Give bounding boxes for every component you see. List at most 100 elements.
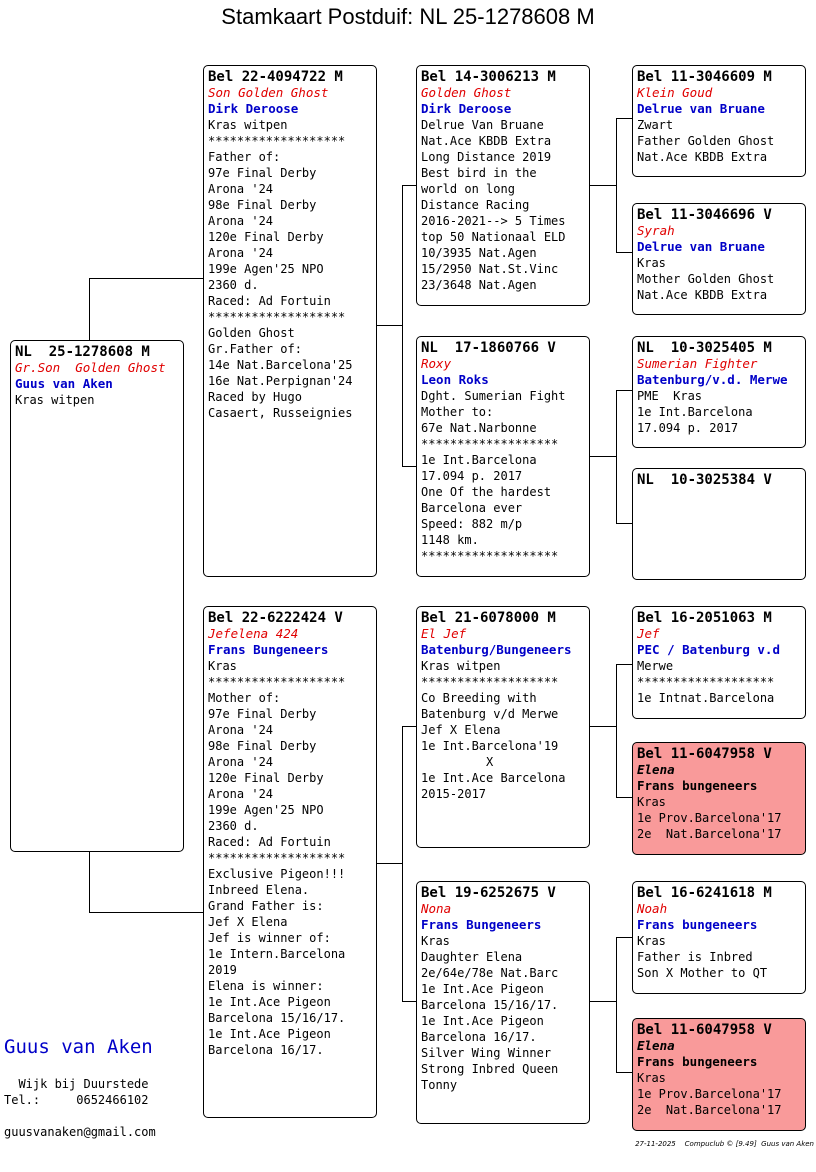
- ring-number: Bel 11-3046609 M: [637, 69, 772, 85]
- info-line: 1e Int.Ace Pigeon: [421, 1014, 544, 1028]
- info-line: Father of:: [208, 150, 281, 164]
- info-line: 1e Prov.Barcelona'17: [637, 1087, 782, 1101]
- info-line: 1e Prov.Barcelona'17: [637, 811, 782, 825]
- info-line: *******************: [637, 675, 775, 689]
- ring-number: Bel 19-6252675 V: [421, 885, 556, 901]
- ring-number: Bel 22-6222424 V: [208, 610, 343, 626]
- connector: [402, 726, 403, 1002]
- info-line: 120e Final Derby: [208, 230, 324, 244]
- info-line: Elena is winner:: [208, 979, 324, 993]
- connector: [616, 118, 633, 119]
- pigeon-name: Nona: [421, 901, 452, 916]
- connector: [616, 797, 633, 798]
- info-line: 2360 d.: [208, 278, 259, 292]
- info-line: 23/3648 Nat.Agen: [421, 278, 537, 292]
- breeder-name: Frans bungeneers: [637, 917, 758, 932]
- info-line: Barcelona 15/16/17.: [208, 1011, 346, 1025]
- info-line: Mother Golden Ghost: [637, 272, 775, 286]
- pigeon-name: Klein Goud: [637, 85, 713, 100]
- ring-number: Bel 11-3046696 V: [637, 207, 772, 223]
- info-line: Mother of:: [208, 691, 281, 705]
- info-line: Mother to:: [421, 405, 494, 419]
- info-line: *******************: [208, 851, 346, 865]
- breeder-name: Dirk Deroose: [421, 101, 512, 116]
- page-title: Stamkaart Postduif: NL 25-1278608 M: [221, 4, 595, 29]
- info-line: Co Breeding with: [421, 691, 537, 705]
- ring-number: NL 17-1860766 V: [421, 340, 556, 356]
- info-line: 67e Nat.Narbonne: [421, 421, 537, 435]
- footer-credit: 27-11-2025 Compuclub © [9.49] Guus van A…: [635, 1140, 814, 1148]
- ring-number: Bel 11-6047958 V: [637, 746, 772, 762]
- ring-number: Bel 11-6047958 V: [637, 1022, 772, 1038]
- owner-phone: Tel.: 0652466102: [4, 1093, 149, 1107]
- info-line: 14e Nat.Barcelona'25: [208, 358, 353, 372]
- info-line: 97e Final Derby: [208, 166, 317, 180]
- connector: [616, 664, 617, 798]
- info-line: One Of the hardest: [421, 485, 552, 499]
- owner-email[interactable]: guusvanaken@gmail.com: [4, 1125, 156, 1139]
- info-line: Long Distance 2019: [421, 150, 552, 164]
- info-line: Arona '24: [208, 182, 274, 196]
- connector: [402, 466, 417, 467]
- info-line: 15/2950 Nat.St.Vinc: [421, 262, 559, 276]
- info-line: X: [421, 755, 494, 769]
- ring-number: NL 10-3025405 M: [637, 340, 772, 356]
- info-line: Arona '24: [208, 755, 274, 769]
- info-line: Nat.Ace KBDB Extra: [421, 134, 552, 148]
- connector: [589, 456, 617, 457]
- info-line: *******************: [421, 437, 559, 451]
- info-line: Father is Inbred: [637, 950, 753, 964]
- info-line: Son X Mother to QT: [637, 966, 768, 980]
- info-line: *******************: [208, 134, 346, 148]
- info-line: 2e Nat.Barcelona'17: [637, 827, 782, 841]
- info-line: 2360 d.: [208, 819, 259, 833]
- info-line: 1e Int.Barcelona: [421, 453, 537, 467]
- connector: [616, 1072, 633, 1073]
- info-line: Jef is winner of:: [208, 931, 331, 945]
- info-line: 17.094 p. 2017: [421, 469, 523, 483]
- info-line: 1e Int.Ace Pigeon: [421, 982, 544, 996]
- connector: [589, 185, 617, 186]
- info-line: PME Kras: [637, 389, 703, 403]
- info-line: Arona '24: [208, 214, 274, 228]
- ring-number: Bel 16-6241618 M: [637, 885, 772, 901]
- info-line: Kras: [637, 795, 666, 809]
- info-line: 16e Nat.Perpignan'24: [208, 374, 353, 388]
- info-line: Nat.Ace KBDB Extra: [637, 288, 768, 302]
- breeder-name: Frans bungeneers: [637, 778, 758, 793]
- info-line: 120e Final Derby: [208, 771, 324, 785]
- connector: [616, 937, 617, 1073]
- pigeon-name: Elena: [637, 762, 675, 777]
- info-line: Merwe: [637, 659, 674, 673]
- connector: [402, 1001, 417, 1002]
- connector: [402, 185, 417, 186]
- ring-number: Bel 21-6078000 M: [421, 610, 556, 626]
- fmm-card[interactable]: NL 10-3025384 V: [632, 468, 806, 580]
- info-line: Kras: [637, 934, 666, 948]
- info-line: 10/3935 Nat.Agen: [421, 246, 537, 260]
- info-line: Arona '24: [208, 723, 274, 737]
- connector: [376, 325, 403, 326]
- info-line: Barcelona 16/17.: [208, 1043, 324, 1057]
- connector: [89, 278, 204, 279]
- info-line: *******************: [208, 310, 346, 324]
- info-line: Batenburg v/d Merwe: [421, 707, 559, 721]
- info-line: 2e Nat.Barcelona'17: [637, 1103, 782, 1117]
- info-line: 17.094 p. 2017: [637, 421, 739, 435]
- breeder-name: Frans Bungeneers: [421, 917, 542, 932]
- breeder-name: Batenburg/Bungeneers: [421, 642, 572, 657]
